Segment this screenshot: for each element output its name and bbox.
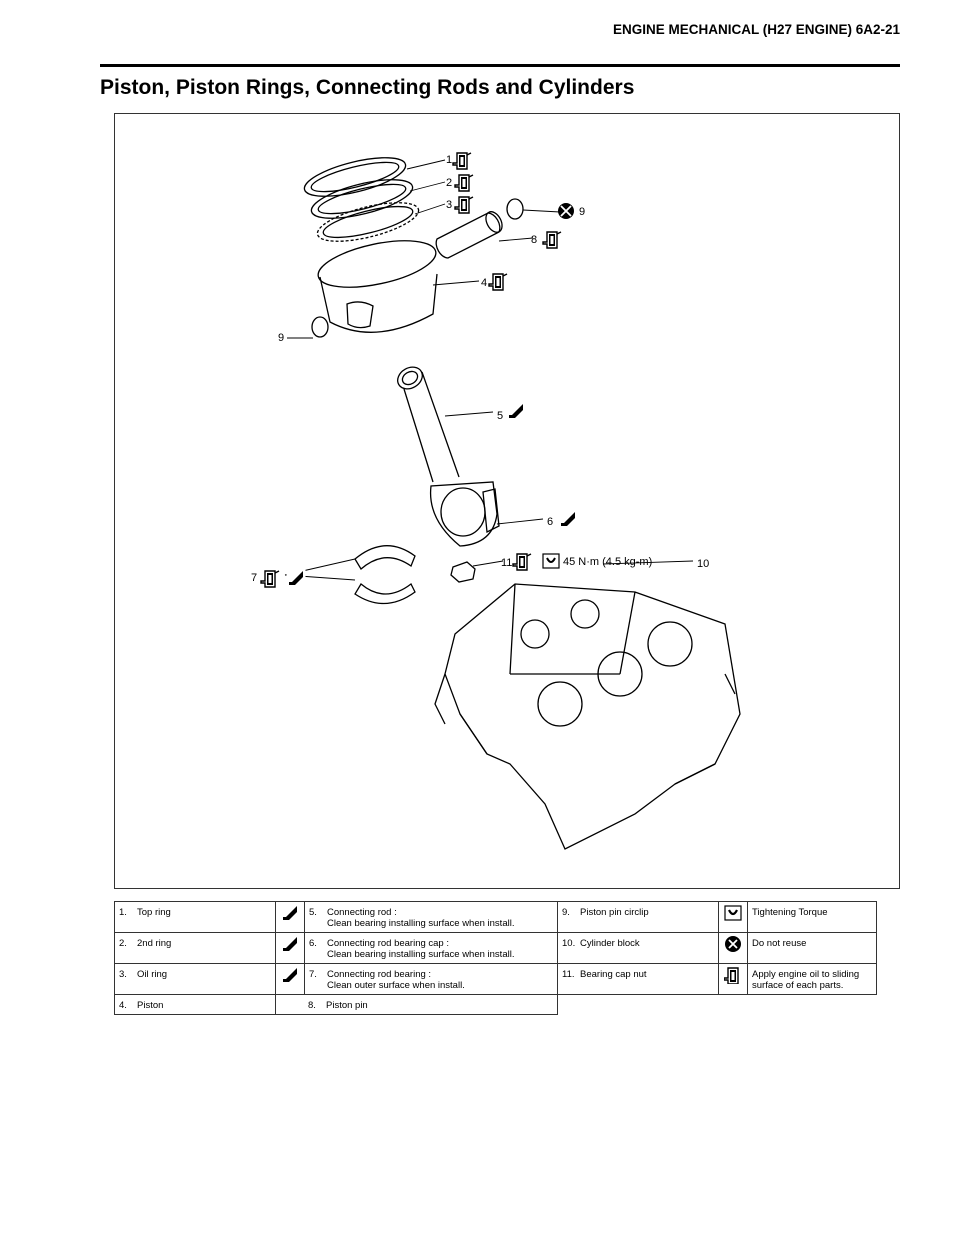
callout-1: 1 [446, 154, 452, 166]
callout-7: 7 [251, 572, 257, 584]
callout-10: 10 [697, 558, 709, 570]
callout-4: 4 [481, 277, 487, 289]
callout-6: 6 [547, 516, 553, 528]
parts-legend-table: 1.Top ring 5.Connecting rod :Clean beari… [114, 901, 877, 1015]
torque-label: 45 N·m (4.5 kg-m) [563, 556, 652, 568]
page-header: ENGINE MECHANICAL (H27 ENGINE) 6A2-21 [100, 12, 900, 67]
table-row: 1.Top ring 5.Connecting rod :Clean beari… [114, 901, 877, 933]
clean-surface-icon [286, 568, 306, 588]
oil-can-icon [512, 553, 532, 571]
callout-11: 11 [501, 557, 512, 569]
exploded-diagram: 1 2 3 4 5 6 7 8 9 9 10 11 45 N·m (4.5 kg… [114, 113, 900, 889]
clean-surface-icon [283, 906, 297, 920]
callout-9-left: 9 [278, 332, 284, 344]
oil-can-icon [260, 570, 280, 588]
oil-can-icon [454, 174, 474, 192]
page-title: Piston, Piston Rings, Connecting Rods an… [100, 76, 635, 99]
torque-icon [542, 553, 560, 569]
callout-2: 2 [446, 177, 452, 189]
oil-can-icon [542, 231, 562, 249]
table-row: 3.Oil ring 7.Connecting rod bearing :Cle… [114, 963, 877, 995]
oil-can-icon [452, 152, 472, 170]
table-row: 4.Piston 8.Piston pin [114, 994, 877, 1015]
oil-can-icon [488, 273, 508, 291]
clean-surface-icon [506, 401, 526, 421]
do-not-reuse-icon [558, 203, 574, 219]
do-not-reuse-icon [725, 936, 741, 952]
clean-surface-icon [558, 509, 578, 529]
callout-3: 3 [446, 199, 452, 211]
callout-8: 8 [531, 234, 537, 246]
torque-icon [724, 905, 742, 921]
header-title: ENGINE MECHANICAL (H27 ENGINE) 6A2-21 [612, 22, 900, 37]
callout-5: 5 [497, 410, 503, 422]
diagram-drawing: 1 2 3 4 5 6 7 8 9 9 10 11 45 N·m (4.5 kg… [251, 152, 741, 850]
oil-can-icon [724, 967, 739, 984]
callout-9-right: 9 [579, 206, 585, 218]
oil-can-icon [454, 196, 474, 214]
clean-surface-icon [283, 968, 297, 982]
table-row: 2.2nd ring 6.Connecting rod bearing cap … [114, 932, 877, 964]
clean-surface-icon [283, 937, 297, 951]
